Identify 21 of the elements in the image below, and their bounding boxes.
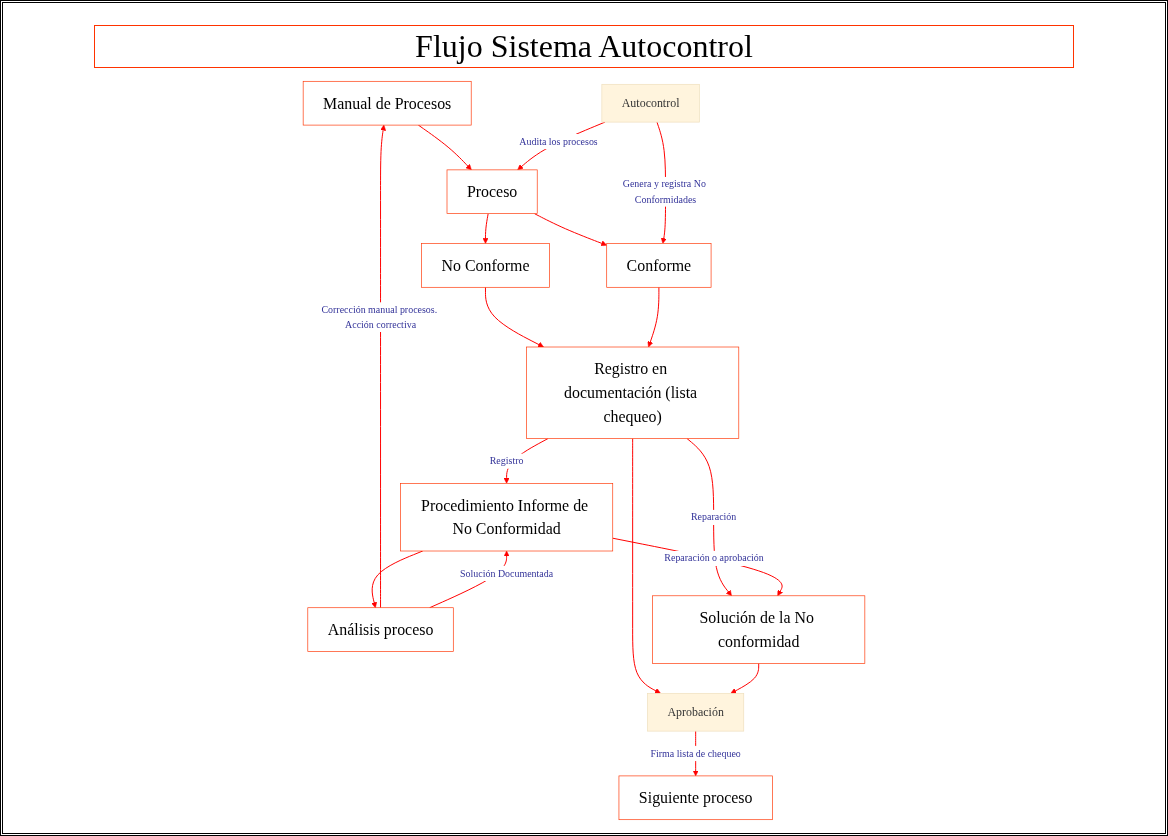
node-box: Solución de la No conformidad [652, 595, 866, 664]
edge-label: Firma lista de chequeo [650, 748, 741, 759]
diagram-title: Flujo Sistema Autocontrol [94, 25, 1074, 68]
node-box: Procedimiento Informe de No Conformidad [400, 483, 614, 552]
edge-label: Registro [489, 455, 524, 467]
node-box: Autocontrol [601, 83, 700, 123]
edge-label: Solución Documentada [460, 567, 554, 579]
node-box: No Conforme [421, 243, 550, 288]
node-box: Proceso [446, 169, 538, 214]
node-box: Conforme [606, 243, 712, 288]
edge-label: Audita los procesos [519, 135, 598, 147]
edge-label: Genera y registra No Conformidades [622, 178, 706, 205]
edge-label: Reparación o aprobación [664, 552, 764, 564]
node-box: Manual de Procesos [302, 81, 472, 126]
node-box: Siguiente proceso [618, 775, 773, 821]
edge-label: Corrección manual procesos. Acción correctiva [321, 304, 438, 330]
node-box: Análisis proceso [307, 607, 454, 652]
edge-label: Reparación [690, 511, 737, 523]
node-box: Aprobación [647, 692, 745, 732]
arrow [730, 662, 760, 694]
node-box: Registro en documentación (lista chequeo) [526, 346, 740, 439]
